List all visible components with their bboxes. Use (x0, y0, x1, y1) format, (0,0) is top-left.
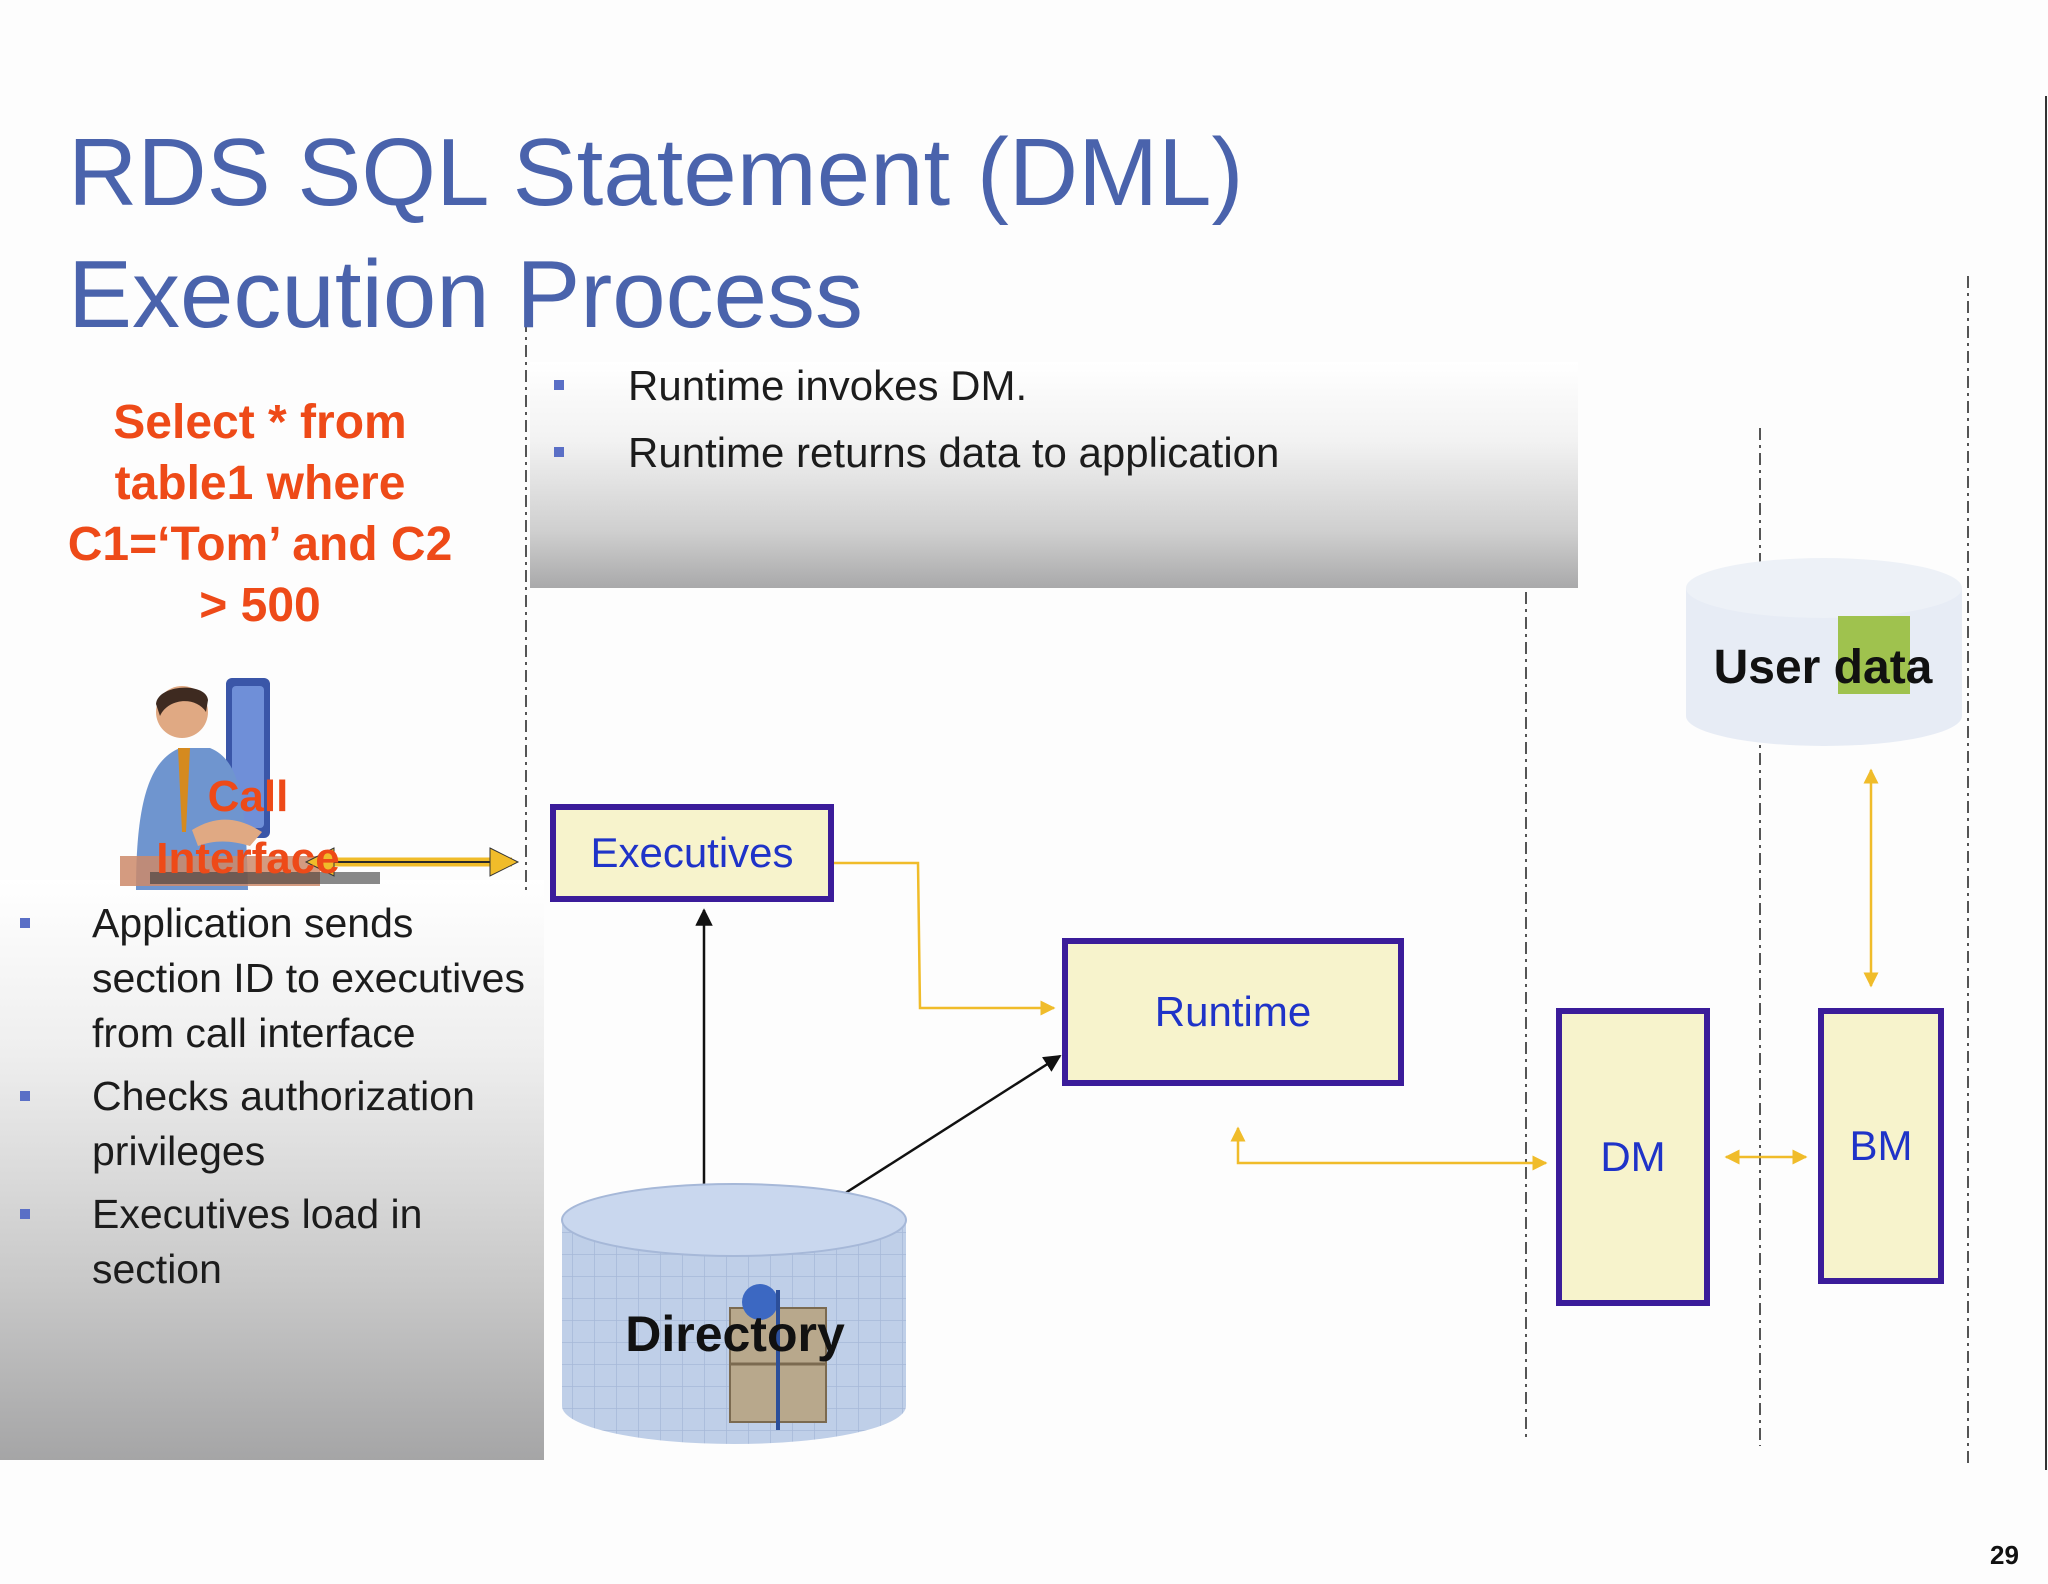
sql-query-line: Select * from (113, 396, 407, 449)
top-bullet-list: Runtime invokes DM. Runtime returns data… (552, 360, 1552, 494)
call-interface-line: Call (207, 772, 289, 821)
bullet-item: Application sends section ID to executiv… (14, 896, 534, 1061)
slide-title-line: RDS SQL Statement (DML) (68, 119, 1244, 226)
left-bullet-list: Application sends section ID to executiv… (14, 896, 534, 1305)
left-gradient-panel (0, 880, 544, 1460)
executives-label: Executives (590, 829, 794, 876)
executives-box: Executives (550, 804, 834, 902)
runtime-box: Runtime (1062, 938, 1404, 1086)
directory-label: Directory (625, 1306, 845, 1362)
top-gradient-panel (530, 362, 1578, 588)
page-number: 29 (1990, 1540, 2019, 1570)
bullet-item: Executives load in section (14, 1187, 534, 1297)
directory-database-icon (561, 1183, 907, 1444)
bm-label: BM (1849, 1122, 1913, 1169)
user-data-label: User data (1713, 641, 1933, 694)
slide-title-line: Execution Process (68, 241, 864, 348)
runtime-dm-connector (1230, 1126, 1548, 1171)
call-interface-line: Interface (156, 834, 340, 883)
dm-box: DM (1556, 1008, 1710, 1306)
executives-to-runtime-connector (834, 861, 1056, 1016)
sql-query-line: > 500 (199, 579, 321, 632)
bm-box: BM (1818, 1008, 1944, 1284)
sql-query-line: C1=‘Tom’ and C2 (67, 518, 453, 571)
bullet-item: Runtime invokes DM. (552, 360, 1552, 427)
sql-query-text: Select * from table1 where C1=‘Tom’ and … (40, 392, 480, 636)
bullet-item: Checks authorization privileges (14, 1069, 534, 1179)
user-data-database-icon (1686, 558, 1962, 746)
sql-query-line: table1 where (114, 457, 406, 510)
slide-title: RDS SQL Statement (DML) Execution Proces… (68, 112, 1368, 356)
bullet-item: Runtime returns data to application (552, 427, 1552, 494)
call-interface-label: Call Interface (118, 766, 378, 890)
person-at-computer-icon (120, 678, 380, 890)
runtime-label: Runtime (1154, 988, 1312, 1035)
dm-label: DM (1600, 1133, 1666, 1180)
